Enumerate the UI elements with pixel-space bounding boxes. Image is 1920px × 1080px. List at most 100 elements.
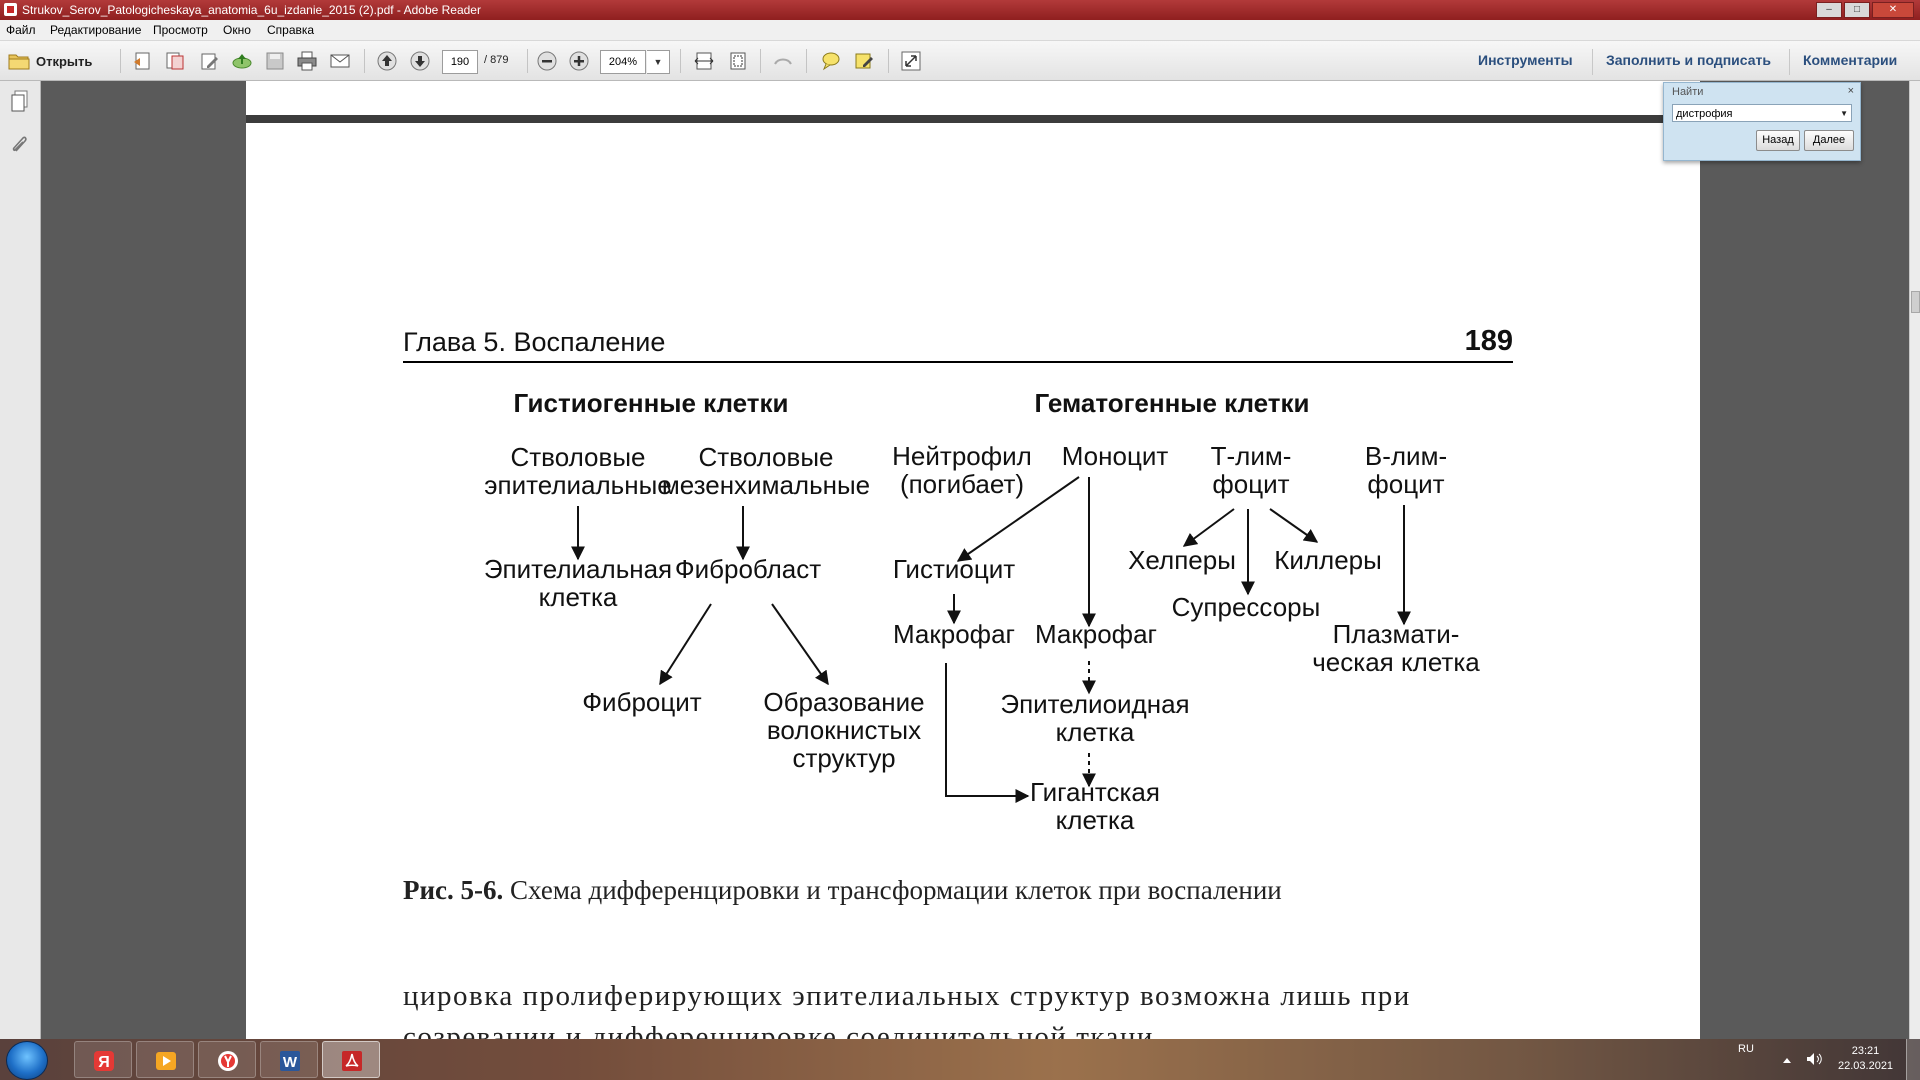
yandex-launcher-icon[interactable]: Я xyxy=(74,1041,132,1078)
helpers-label: Хелперы xyxy=(1128,545,1236,575)
edit-pdf-icon[interactable] xyxy=(199,50,221,72)
toolbar-separator xyxy=(760,49,761,73)
find-dropdown-chevron-icon[interactable]: ▼ xyxy=(1840,109,1848,118)
comments-link[interactable]: Комментарии xyxy=(1803,52,1898,68)
scrollbar-thumb[interactable] xyxy=(1911,291,1920,313)
giant-cell-label: клетка xyxy=(1056,805,1135,835)
combine-files-icon[interactable] xyxy=(164,50,186,72)
stem-mesenchymal-label: мезенхимальные xyxy=(662,470,870,500)
menu-window[interactable]: Окно xyxy=(223,23,251,37)
vertical-scrollbar[interactable] xyxy=(1909,81,1920,1039)
t-lymphocyte-label: фоцит xyxy=(1212,469,1289,499)
page-thumbnails-icon[interactable] xyxy=(8,89,32,115)
running-header: Глава 5. Воспаление 189 xyxy=(403,325,1513,363)
plasma-cell-label: ческая клетка xyxy=(1312,647,1480,677)
previous-page-icon[interactable] xyxy=(376,50,398,72)
figure-caption: Рис. 5-6. Схема дифференцировки и трансф… xyxy=(403,875,1282,906)
toolbar-separator xyxy=(680,49,681,73)
expand-icon[interactable] xyxy=(900,50,922,72)
toolbar-separator xyxy=(1789,49,1790,75)
page-number-input[interactable]: 190 xyxy=(442,50,478,74)
find-input[interactable]: дистрофия ▼ xyxy=(1672,104,1852,122)
epithelioid-cell-label: Эпителиоидная xyxy=(1000,689,1189,719)
tray-language[interactable]: RU xyxy=(1738,1043,1754,1055)
toolbar-separator xyxy=(120,49,121,73)
zoom-dropdown-chevron-icon[interactable]: ▼ xyxy=(647,50,670,74)
maximize-button[interactable]: □ xyxy=(1844,2,1870,18)
cloud-upload-icon[interactable] xyxy=(231,50,253,72)
menu-help[interactable]: Справка xyxy=(267,23,315,37)
menu-edit[interactable]: Редактирование xyxy=(50,23,142,37)
plasma-cell-label: Плазмати- xyxy=(1333,619,1460,649)
menu-view[interactable]: Просмотр xyxy=(153,23,208,37)
tray-chevron-icon[interactable] xyxy=(1782,1056,1792,1064)
page-break-bar xyxy=(246,115,1700,123)
folder-icon xyxy=(8,54,30,70)
zoom-out-icon[interactable] xyxy=(536,50,558,72)
find-title: Найти xyxy=(1672,86,1704,98)
menu-bar: Файл Редактирование Просмотр Окно Справк… xyxy=(0,20,1920,41)
windows-start-icon[interactable] xyxy=(6,1041,48,1080)
suppressors-label: Супрессоры xyxy=(1172,592,1321,622)
tools-link[interactable]: Инструменты xyxy=(1478,52,1573,68)
open-label: Открыть xyxy=(36,53,93,69)
adobe-reader-icon xyxy=(4,3,17,16)
epithelial-cell-label: Эпителиальная xyxy=(484,554,672,584)
macrophage-right-label: Макрофаг xyxy=(1035,619,1157,649)
highlight-icon[interactable] xyxy=(853,50,875,72)
caption-text: Схема дифференцировки и трансформации кл… xyxy=(503,875,1282,905)
neutrophil-label: (погибает) xyxy=(900,469,1024,499)
t-lymphocyte-label: Т-лим- xyxy=(1211,441,1292,471)
create-pdf-icon[interactable] xyxy=(132,50,154,72)
window-title: Strukov_Serov_Patologicheskaya_anatomia_… xyxy=(22,3,481,17)
window-controls: – □ ✕ xyxy=(1816,2,1914,18)
epithelioid-cell-label: клетка xyxy=(1056,717,1135,747)
save-icon[interactable] xyxy=(264,50,286,72)
menu-file[interactable]: Файл xyxy=(6,23,36,37)
stem-epithelial-label: Стволовые xyxy=(511,442,646,472)
chapter-title: Глава 5. Воспаление xyxy=(403,327,666,357)
document-view[interactable]: Глава 5. Воспаление 189 Гистиогенные кле… xyxy=(41,81,1909,1039)
system-clock[interactable]: 23:21 22.03.2021 xyxy=(1838,1044,1893,1074)
arrow xyxy=(659,603,712,686)
attachments-icon[interactable] xyxy=(8,131,32,157)
windows-taskbar: Я W RU 23:21 22.03.2021 xyxy=(0,1039,1920,1080)
zoom-input[interactable]: 204% xyxy=(600,50,646,74)
fit-width-icon[interactable] xyxy=(693,50,715,72)
next-page-icon[interactable] xyxy=(409,50,431,72)
fiber-formation-label: Образование xyxy=(763,687,924,717)
epithelial-cell-label: клетка xyxy=(539,582,618,612)
volume-icon[interactable] xyxy=(1806,1052,1822,1066)
elbow-arrow xyxy=(945,663,1030,803)
toolbar-separator xyxy=(364,49,365,73)
fill-sign-link[interactable]: Заполнить и подписать xyxy=(1606,52,1771,68)
media-player-icon[interactable] xyxy=(136,1041,194,1078)
b-lymphocyte-label: В-лим- xyxy=(1365,441,1447,471)
arrow xyxy=(956,476,1080,562)
word-icon[interactable]: W xyxy=(260,1041,318,1078)
body-text-line: созревании и дифференцировке соединитель… xyxy=(403,1021,1163,1039)
yandex-browser-icon[interactable] xyxy=(198,1041,256,1078)
find-query: дистрофия xyxy=(1676,108,1733,120)
read-mode-icon[interactable] xyxy=(772,50,794,72)
close-button[interactable]: ✕ xyxy=(1872,2,1914,18)
fiber-formation-label: структур xyxy=(792,743,895,773)
minimize-button[interactable]: – xyxy=(1816,2,1842,18)
find-next-button[interactable]: Далее xyxy=(1804,130,1854,151)
fibrocyte-label: Фиброцит xyxy=(582,687,702,717)
find-back-button[interactable]: Назад xyxy=(1756,130,1800,151)
adobe-reader-taskbar-icon[interactable] xyxy=(322,1041,380,1078)
toolbar-separator xyxy=(888,49,889,73)
toolbar: Открыть 190 / 879 204% ▼ Инструменты Зап… xyxy=(0,41,1920,81)
show-desktop-button[interactable] xyxy=(1906,1039,1920,1080)
page-total: / 879 xyxy=(484,54,509,66)
toolbar-separator xyxy=(1592,49,1593,75)
fit-page-icon[interactable] xyxy=(727,50,749,72)
print-icon[interactable] xyxy=(296,50,318,72)
comment-icon[interactable] xyxy=(820,50,842,72)
open-button[interactable]: Открыть xyxy=(8,49,92,73)
find-close-icon[interactable]: × xyxy=(1847,85,1854,97)
fibroblast-label: Фибробласт xyxy=(675,554,821,584)
zoom-in-icon[interactable] xyxy=(568,50,590,72)
email-icon[interactable] xyxy=(329,50,351,72)
